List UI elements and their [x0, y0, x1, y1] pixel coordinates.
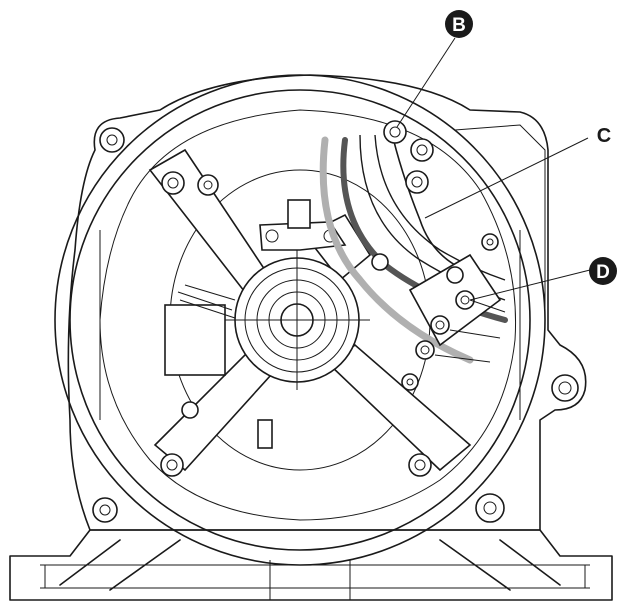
callout-c: C	[597, 125, 611, 147]
left-components	[164, 284, 273, 449]
callout-leaders	[396, 37, 591, 301]
brush-bracket	[259, 199, 347, 251]
terminal-block	[401, 233, 506, 391]
stator-housing	[54, 74, 587, 566]
rotor-hub	[225, 250, 370, 390]
top-bolts	[371, 120, 434, 271]
callout-b-label: B	[452, 15, 466, 36]
callout-b: B	[445, 10, 473, 38]
callout-d-label: D	[596, 262, 610, 283]
mounting-lugs	[92, 127, 579, 523]
arm-bolts	[160, 171, 432, 477]
mounting-base	[9, 529, 613, 601]
callout-c-label: C	[597, 125, 611, 147]
callout-d: D	[589, 257, 617, 285]
